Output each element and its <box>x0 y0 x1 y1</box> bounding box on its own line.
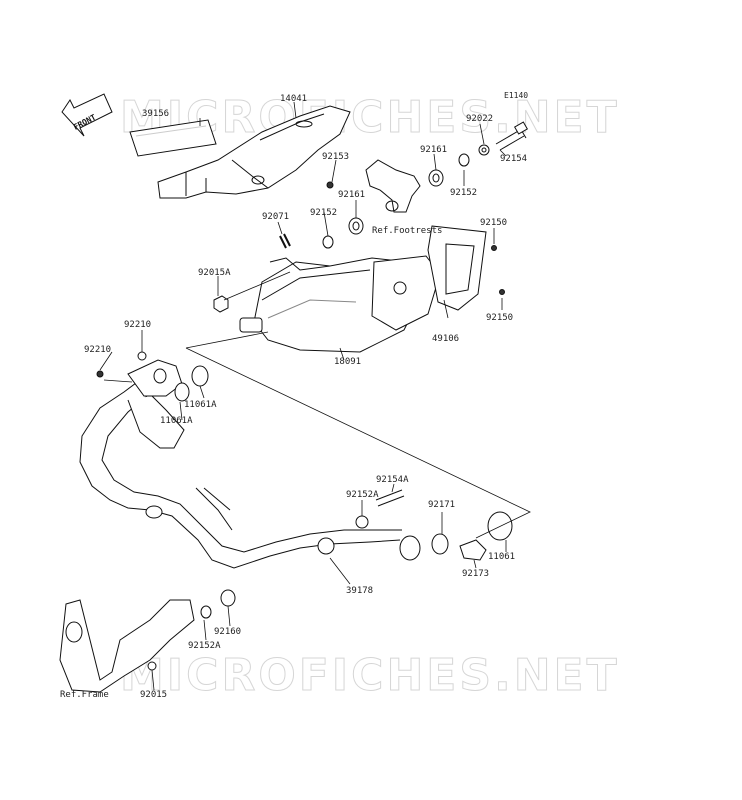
decal-39156 <box>129 119 217 157</box>
bolt-92154A <box>375 489 405 507</box>
label-11061A-a: 11061A <box>184 400 217 410</box>
diagram-code: E1140 <box>504 91 529 100</box>
gasket-11061A-a <box>174 382 190 402</box>
pipe-outlet <box>399 535 421 561</box>
grommet-92160 <box>220 589 236 607</box>
grommet-92161-b <box>348 217 364 235</box>
bolt-92150-a <box>491 245 497 251</box>
nut-92210-a <box>137 351 147 361</box>
label-49106: 49106 <box>432 334 460 344</box>
label-92150-a: 92150 <box>480 218 508 228</box>
grommet-92161-a <box>428 169 444 187</box>
label-92161-b: 92161 <box>338 190 366 200</box>
label-92173: 92173 <box>462 569 490 579</box>
label-92152A-b: 92152A <box>188 641 221 651</box>
bolt-92153 <box>326 181 334 189</box>
collar-92152A-b <box>200 605 212 619</box>
heat-cover-14041 <box>157 105 351 199</box>
watermark-bottom: MICROFICHES.NET <box>120 650 620 702</box>
exhaust-header-pipe <box>79 379 402 569</box>
label-92152A: 92152A <box>346 490 379 500</box>
spring-92071 <box>279 233 291 249</box>
collar-92152A <box>355 515 369 529</box>
label-92152-a: 92152 <box>450 188 478 198</box>
label-14041: 14041 <box>280 94 308 104</box>
label-11061A-b: 11061A <box>160 416 193 426</box>
ref-frame: Ref.Frame <box>60 690 109 700</box>
end-cap-49106 <box>371 255 441 331</box>
label-92154A: 92154A <box>376 475 409 485</box>
flange-header <box>127 359 183 397</box>
bolt-92015 <box>147 661 157 671</box>
clamp-92173 <box>459 539 487 561</box>
label-92210-a: 92210 <box>124 320 152 330</box>
label-92210-b: 92210 <box>84 345 112 355</box>
label-39178: 39178 <box>346 586 374 596</box>
gasket-11061A-b <box>191 365 209 387</box>
frame-section <box>59 599 195 693</box>
label-92152-b: 92152 <box>310 208 338 218</box>
footrest-bracket <box>365 159 421 213</box>
clamp-92171 <box>431 533 449 555</box>
label-11061: 11061 <box>488 552 516 562</box>
collar-92152-b <box>322 235 334 249</box>
label-92153: 92153 <box>322 152 350 162</box>
collar-92152-a <box>458 153 470 167</box>
ref-footrests: Ref.Footrests <box>372 226 443 236</box>
label-92161-a: 92161 <box>420 145 448 155</box>
label-92154: 92154 <box>500 154 528 164</box>
label-92071: 92071 <box>262 212 290 222</box>
gasket-11061 <box>487 511 513 541</box>
label-39156: 39156 <box>142 109 170 119</box>
nut-92015A <box>213 295 229 313</box>
nut-92210-b <box>96 370 104 378</box>
label-92160: 92160 <box>214 627 242 637</box>
label-92150-b: 92150 <box>486 313 514 323</box>
label-92022: 92022 <box>466 114 494 124</box>
front-arrow-icon <box>61 93 113 137</box>
label-92171: 92171 <box>428 500 456 510</box>
label-92015: 92015 <box>140 690 168 700</box>
washer-92022 <box>478 144 490 156</box>
bolt-92150-b <box>499 289 505 295</box>
label-92015A: 92015A <box>198 268 231 278</box>
label-18091: 18091 <box>334 357 362 367</box>
